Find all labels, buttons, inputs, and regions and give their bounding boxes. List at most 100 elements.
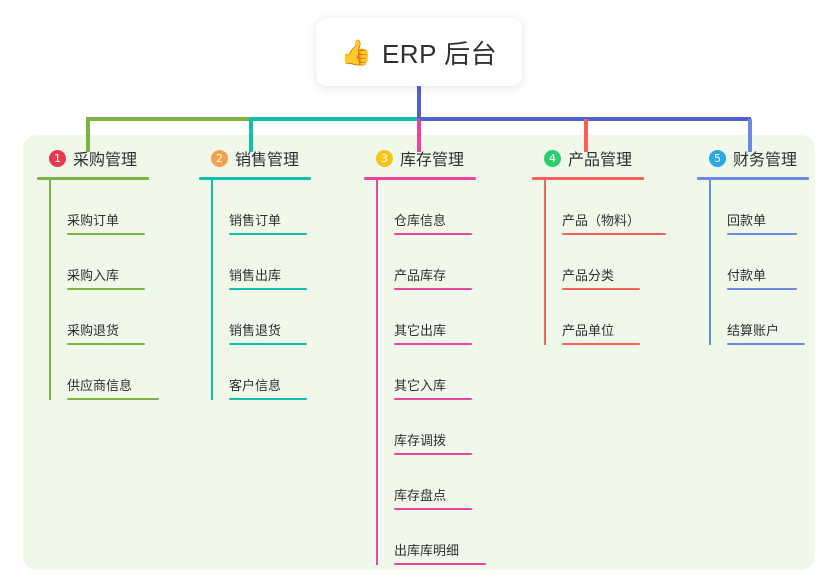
branch-number-badge: 4	[544, 149, 561, 167]
branch-header-rule	[37, 177, 149, 180]
branch-title: 库存管理	[400, 152, 465, 169]
branch-number-badge: 3	[376, 149, 393, 167]
branch-column-1: 1 采购管理采购订单采购入库采购退货供应商信息	[37, 146, 187, 400]
branch-item-rule	[67, 288, 145, 290]
branch-item-list: 仓库信息产品库存其它出库其它入库库存调拨库存盘点出库库明细	[364, 180, 514, 565]
branch-item[interactable]: 产品（物料）	[532, 180, 682, 235]
branch-item-label: 销售退货	[229, 323, 282, 338]
branch-item-label: 库存调拨	[394, 433, 447, 448]
branch-item-rule	[229, 288, 307, 290]
branch-header-2[interactable]: 2 销售管理	[199, 146, 349, 170]
branch-item-label: 其它出库	[394, 323, 447, 338]
branch-item-label: 结算账户	[727, 323, 780, 338]
branch-item-rule	[727, 233, 797, 235]
branch-item-label: 仓库信息	[394, 213, 447, 228]
branch-title: 销售管理	[235, 152, 300, 169]
branch-title: 采购管理	[73, 152, 138, 169]
branch-item-rule	[394, 288, 472, 290]
branch-column-4: 4 产品管理产品（物料） 产品分类产品单位	[532, 146, 682, 345]
diagram-background-panel	[23, 135, 815, 570]
branch-item-label: 产品分类	[562, 268, 615, 283]
branch-item-list: 产品（物料） 产品分类产品单位	[532, 180, 682, 345]
branch-item[interactable]: 出库库明细	[364, 510, 514, 565]
branch-item-rule	[67, 233, 145, 235]
branch-item-label: 产品库存	[394, 268, 447, 283]
branch-header-4[interactable]: 4 产品管理	[532, 146, 682, 170]
branch-item[interactable]: 销售订单	[199, 180, 349, 235]
branch-column-5: 5 财务管理回款单付款单结算账户	[697, 146, 839, 345]
branch-item[interactable]: 付款单	[697, 235, 839, 290]
branch-item[interactable]: 仓库信息	[364, 180, 514, 235]
branch-item-label: 供应商信息	[67, 378, 133, 393]
branch-item[interactable]: 库存调拨	[364, 400, 514, 455]
branch-item[interactable]: 采购退货	[37, 290, 187, 345]
thumbs-up-icon: 👍	[340, 37, 372, 67]
branch-spine	[211, 180, 213, 400]
branch-item[interactable]: 回款单	[697, 180, 839, 235]
branch-item[interactable]: 其它出库	[364, 290, 514, 345]
branch-item-label: 出库库明细	[394, 543, 460, 558]
branch-item-rule	[562, 288, 640, 290]
branch-item-rule	[229, 398, 307, 400]
branch-spine	[709, 180, 711, 345]
branch-item-label: 回款单	[727, 213, 767, 228]
branch-header-3[interactable]: 3 库存管理	[364, 146, 514, 170]
branch-item[interactable]: 采购订单	[37, 180, 187, 235]
branch-item-label: 销售订单	[229, 213, 282, 228]
branch-item[interactable]: 结算账户	[697, 290, 839, 345]
branch-item-rule	[394, 508, 472, 510]
branch-item-label: 库存盘点	[394, 488, 447, 503]
branch-spine	[544, 180, 546, 345]
branch-column-3: 3 库存管理仓库信息产品库存其它出库其它入库库存调拨库存盘点出库库明细	[364, 146, 514, 565]
branch-item-label: 采购订单	[67, 213, 120, 228]
branch-item[interactable]: 产品分类	[532, 235, 682, 290]
branch-title: 产品管理	[568, 152, 633, 169]
branch-item-label: 销售出库	[229, 268, 282, 283]
branch-item[interactable]: 其它入库	[364, 345, 514, 400]
branch-title: 财务管理	[733, 152, 798, 169]
branch-item-label: 采购退货	[67, 323, 120, 338]
branch-item-rule	[394, 343, 472, 345]
branch-number-badge: 2	[211, 149, 228, 167]
branch-header-rule	[532, 177, 644, 180]
root-node-label: ERP 后台	[381, 38, 498, 69]
branch-item-rule	[394, 398, 472, 400]
branch-item-rule	[394, 563, 486, 565]
branch-item-rule	[562, 233, 666, 235]
branch-item[interactable]: 销售退货	[199, 290, 349, 345]
branch-item-rule	[727, 343, 805, 345]
branch-item-label: 客户信息	[229, 378, 282, 393]
branch-item[interactable]: 产品单位	[532, 290, 682, 345]
branch-item-rule	[394, 233, 472, 235]
branch-item-rule	[562, 343, 640, 345]
branch-number-badge: 1	[49, 149, 66, 167]
branch-item[interactable]: 供应商信息	[37, 345, 187, 400]
branch-header-5[interactable]: 5 财务管理	[697, 146, 839, 170]
branch-item-rule	[67, 343, 145, 345]
branch-column-2: 2 销售管理销售订单销售出库销售退货客户信息	[199, 146, 349, 400]
branch-item-rule	[67, 398, 159, 400]
branch-item-rule	[394, 453, 472, 455]
branch-item-list: 回款单付款单结算账户	[697, 180, 839, 345]
branch-item-label: 产品单位	[562, 323, 615, 338]
branch-item-label: 产品（物料）	[562, 213, 641, 228]
root-node[interactable]: 👍 ERP 后台	[316, 18, 522, 86]
branch-item[interactable]: 采购入库	[37, 235, 187, 290]
branch-header-rule	[199, 177, 311, 180]
branch-item-list: 采购订单采购入库采购退货供应商信息	[37, 180, 187, 400]
branch-item-label: 付款单	[727, 268, 767, 283]
branch-item-label: 采购入库	[67, 268, 120, 283]
branch-item-rule	[229, 343, 307, 345]
branch-number-badge: 5	[709, 149, 726, 167]
branch-header-1[interactable]: 1 采购管理	[37, 146, 187, 170]
branch-header-rule	[697, 177, 809, 180]
branch-item[interactable]: 客户信息	[199, 345, 349, 400]
branch-item-label: 其它入库	[394, 378, 447, 393]
branch-spine	[376, 180, 378, 565]
branch-item[interactable]: 库存盘点	[364, 455, 514, 510]
branch-item-rule	[229, 233, 307, 235]
branch-item[interactable]: 销售出库	[199, 235, 349, 290]
branch-item[interactable]: 产品库存	[364, 235, 514, 290]
branch-header-rule	[364, 177, 476, 180]
